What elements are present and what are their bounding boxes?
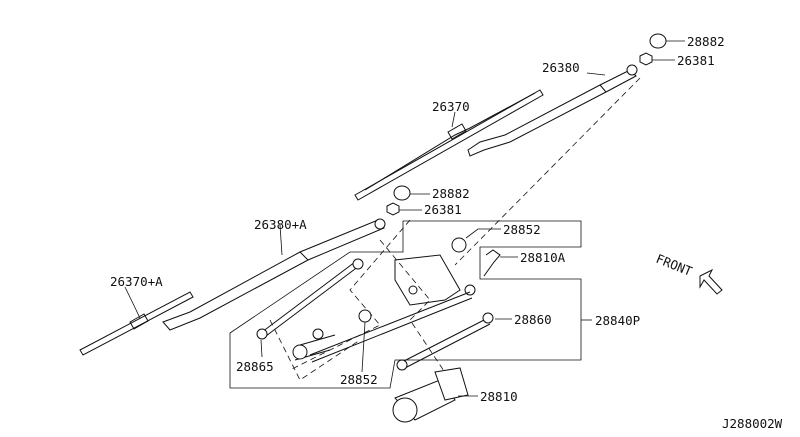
part-label-28810: 28810 <box>480 389 518 404</box>
cap-28882-rh <box>649 33 667 49</box>
part-label-28865: 28865 <box>236 359 274 374</box>
part-label-26370a: 26370+A <box>110 274 163 289</box>
wiper-blade-rh <box>354 89 544 201</box>
guide-line <box>454 77 641 266</box>
part-label-28810a: 28810A <box>520 250 566 265</box>
wiper-linkage <box>256 237 501 371</box>
guide-line <box>379 239 451 381</box>
diagram-code: J288002W <box>722 416 783 431</box>
part-label-28882-rh: 28882 <box>687 34 725 49</box>
part-label-26381-rh: 26381 <box>677 53 715 68</box>
leader-lines <box>124 40 685 397</box>
wiper-motor <box>392 367 469 423</box>
part-label-26380a: 26380+A <box>254 217 307 232</box>
part-label-26381-lh: 26381 <box>424 202 462 217</box>
guide-line <box>289 219 411 371</box>
part-label-28882-lh: 28882 <box>432 186 470 201</box>
front-label: FRONT <box>654 251 695 279</box>
part-label-28860: 28860 <box>514 312 552 327</box>
guide-line <box>269 319 361 381</box>
wiper-blade-lh <box>79 291 194 356</box>
part-label-26380: 26380 <box>542 60 580 75</box>
part-label-28840p: 28840P <box>595 313 640 328</box>
linkage-bracket-outline <box>229 220 582 389</box>
nut-26381-lh <box>386 202 400 216</box>
front-arrow-icon <box>699 268 723 295</box>
wiper-arm-rh <box>467 64 638 157</box>
wiper-arm-lh <box>162 218 386 331</box>
cap-28882-lh <box>393 185 411 201</box>
part-label-28852-top: 28852 <box>503 222 541 237</box>
part-label-28852-bottom: 28852 <box>340 372 378 387</box>
nut-26381-rh <box>639 52 653 66</box>
part-label-26370: 26370 <box>432 99 470 114</box>
